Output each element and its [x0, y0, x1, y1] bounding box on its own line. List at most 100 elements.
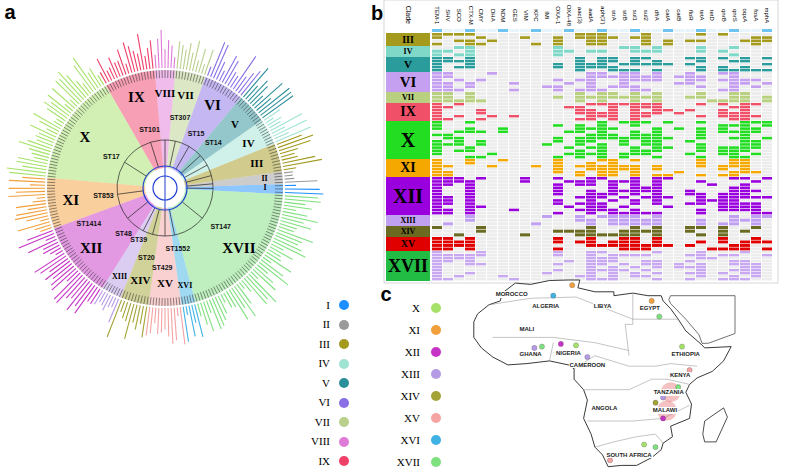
heatmap-cell	[564, 168, 574, 170]
tree-branch	[230, 93, 235, 99]
heatmap-cell	[740, 174, 750, 176]
heatmap-cell	[597, 63, 607, 65]
heatmap-cell	[509, 112, 519, 114]
heatmap-cell	[454, 118, 464, 120]
heatmap-cell	[564, 89, 574, 92]
heatmap-cell	[542, 60, 552, 62]
heatmap-cell	[498, 143, 508, 146]
heatmap-cell	[641, 137, 651, 140]
heatmap-cell	[520, 140, 530, 143]
heatmap-cell	[553, 174, 563, 176]
heatmap-cell	[454, 143, 464, 146]
heatmap-cell	[531, 89, 541, 92]
leaf-label-mark	[43, 242, 58, 249]
tree-branch	[176, 297, 178, 305]
heatmap-cell	[520, 159, 530, 161]
leaf-label-mark	[266, 252, 280, 261]
heatmap-cell	[432, 29, 442, 32]
heatmap-cell	[740, 131, 750, 134]
heatmap-cell	[454, 162, 464, 164]
heatmap-cell	[630, 162, 640, 164]
heatmap-cell	[751, 92, 761, 95]
heatmap-cell	[564, 96, 574, 99]
heatmap-cell	[553, 33, 563, 36]
tree-branch	[144, 72, 145, 80]
tree-branch	[224, 281, 228, 288]
heatmap-cell	[465, 174, 475, 176]
heatmap-cell	[707, 92, 717, 95]
heatmap-cell	[652, 53, 662, 56]
heatmap-cell	[751, 140, 761, 143]
tree-branch	[256, 249, 263, 253]
heatmap-cell	[630, 159, 640, 161]
heatmap-cell	[432, 206, 442, 209]
heatmap-cell	[685, 156, 695, 159]
heatmap-cell	[432, 156, 442, 159]
heatmap-cell	[751, 46, 761, 49]
heatmap-cell	[454, 85, 464, 88]
heatmap-cell	[696, 82, 706, 85]
heatmap-cell	[685, 82, 695, 85]
tree-branch	[69, 253, 75, 258]
heatmap-cell	[520, 96, 530, 99]
heatmap-cell	[564, 60, 574, 62]
heatmap-cell	[630, 103, 640, 105]
heatmap-cell	[751, 174, 761, 176]
heatmap-cell	[740, 118, 750, 120]
tree-branch	[125, 292, 128, 300]
heatmap-cell	[553, 134, 563, 137]
heatmap-cell	[454, 66, 464, 68]
tree-branch	[141, 296, 143, 304]
heatmap-cell	[751, 159, 761, 161]
heatmap-cell	[652, 171, 662, 173]
heatmap-cell	[520, 75, 530, 78]
heatmap-cell	[509, 89, 519, 92]
heatmap-cell	[652, 66, 662, 68]
heatmap-cell	[630, 121, 640, 124]
leaf-label-mark	[46, 236, 55, 240]
heatmap-cell	[619, 46, 629, 49]
heatmap-cell	[487, 131, 497, 134]
heatmap-cell	[641, 96, 651, 99]
tree-branch	[274, 170, 282, 171]
heatmap-cell	[762, 40, 772, 43]
heatmap-cell	[487, 85, 497, 88]
leaf-label-mark	[150, 307, 153, 333]
heatmap-cell	[454, 124, 464, 127]
heatmap-cell	[509, 29, 519, 32]
heatmap-cell	[685, 165, 695, 167]
heatmap-cell	[498, 118, 508, 120]
tree-branch	[50, 161, 58, 163]
heatmap-cell	[751, 127, 761, 130]
heatmap-cell	[641, 156, 651, 159]
tree-branch	[151, 142, 159, 167]
heatmap-cell	[553, 137, 563, 140]
heatmap-cell	[509, 137, 519, 140]
heatmap-cell	[520, 112, 530, 114]
heatmap-cell	[454, 190, 464, 193]
heatmap-cell	[586, 103, 596, 105]
heatmap-cell	[729, 165, 739, 167]
heatmap-cell	[762, 33, 772, 36]
tree-branch	[231, 276, 236, 282]
leaf-label-mark	[37, 197, 46, 199]
heatmap-cell	[520, 99, 530, 102]
heatmap-cell	[685, 96, 695, 99]
heatmap-cell	[476, 134, 486, 137]
heatmap-cell	[663, 40, 673, 43]
heatmap-cell	[476, 162, 486, 164]
heatmap-cell	[608, 46, 618, 49]
tree-branch	[58, 235, 65, 238]
heatmap-cell	[586, 146, 596, 149]
heatmap-cell	[762, 57, 772, 59]
tree-branch	[265, 140, 272, 143]
leaf-label-mark	[117, 50, 126, 75]
heatmap-cell	[443, 127, 453, 130]
tree-branch	[134, 294, 136, 302]
heatmap-cell	[509, 66, 519, 68]
heatmap-cell	[553, 57, 563, 59]
heatmap-cell	[740, 50, 750, 53]
leaf-label-mark	[282, 156, 298, 160]
heatmap-cell	[432, 69, 442, 71]
heatmap-cell	[641, 159, 651, 161]
